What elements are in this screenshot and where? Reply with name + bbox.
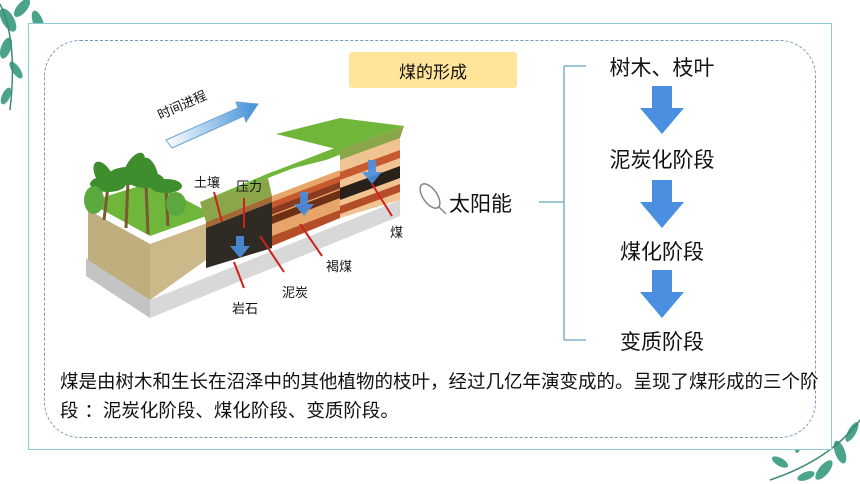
flow-arrow-2 bbox=[640, 180, 684, 228]
flow-arrow-1 bbox=[640, 86, 684, 134]
palm-trees bbox=[84, 152, 186, 235]
block-forest bbox=[88, 182, 212, 300]
flow-stage-peat: 泥炭化阶段 bbox=[609, 148, 715, 172]
outer-frame bbox=[28, 23, 832, 450]
inner-dashed-frame bbox=[44, 40, 816, 438]
label-rock: 岩石 bbox=[232, 302, 259, 317]
pressure-arrows bbox=[230, 160, 382, 258]
label-soil: 土壤 bbox=[194, 176, 221, 191]
magnifier-icon bbox=[419, 183, 447, 215]
flow-arrow-3 bbox=[640, 270, 684, 318]
block-coal bbox=[276, 118, 404, 218]
caption-text: 煤是由树木和生长在沼泽中的其他植物的枝叶，经过几亿年演变成的。呈现了煤形成的三个… bbox=[60, 372, 819, 422]
label-coal: 煤 bbox=[390, 226, 404, 241]
label-peat: 泥炭 bbox=[282, 286, 309, 301]
flow-source: 树木、枝叶 bbox=[609, 56, 715, 80]
page-title: 煤的形成 bbox=[349, 52, 517, 88]
flow-stage-coalification: 煤化阶段 bbox=[620, 240, 704, 264]
label-lignite: 褐煤 bbox=[326, 260, 353, 275]
time-arrow bbox=[165, 101, 259, 149]
flow-bracket bbox=[539, 65, 586, 341]
label-leaders bbox=[213, 183, 393, 289]
solar-energy-label: 太阳能 bbox=[449, 192, 512, 216]
label-pressure: 压力 bbox=[236, 180, 263, 195]
flow-stage-metamorphism: 变质阶段 bbox=[620, 330, 704, 354]
flow-arrows bbox=[640, 86, 684, 318]
